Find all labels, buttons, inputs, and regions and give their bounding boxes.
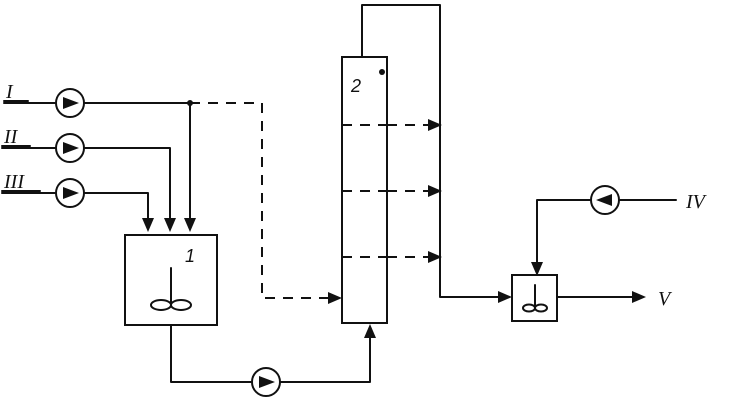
mixer-outlet-line xyxy=(170,324,376,383)
stream-i-line xyxy=(3,100,196,232)
mixer-agitator-icon xyxy=(150,267,192,311)
column-overhead-line xyxy=(361,4,512,303)
stream-label-iii: III xyxy=(3,171,25,193)
column-top-point xyxy=(379,69,385,75)
receiver-vessel xyxy=(511,274,558,322)
column-number: 2 xyxy=(350,76,361,96)
stream-ii-line xyxy=(1,147,176,232)
stream-iii-line xyxy=(1,192,154,232)
pump-i xyxy=(55,88,85,118)
stream-label-iv: IV xyxy=(685,191,708,213)
pump-iii xyxy=(55,178,85,208)
pump-iv xyxy=(590,185,620,215)
stream-label-ii: II xyxy=(3,126,19,148)
stream-v-line xyxy=(556,291,646,303)
stream-label-v: V xyxy=(658,288,673,310)
stream-label-i: I xyxy=(5,81,14,103)
dashed-stream-i-to-column xyxy=(190,102,342,304)
pump-mixer-outlet xyxy=(251,367,281,397)
stream-iv-line xyxy=(531,199,677,276)
mixer-number: 1 xyxy=(185,246,195,266)
column-trays xyxy=(342,124,387,258)
column-side-draws xyxy=(387,119,442,263)
pump-ii xyxy=(55,133,85,163)
receiver-agitator-icon xyxy=(522,284,548,313)
